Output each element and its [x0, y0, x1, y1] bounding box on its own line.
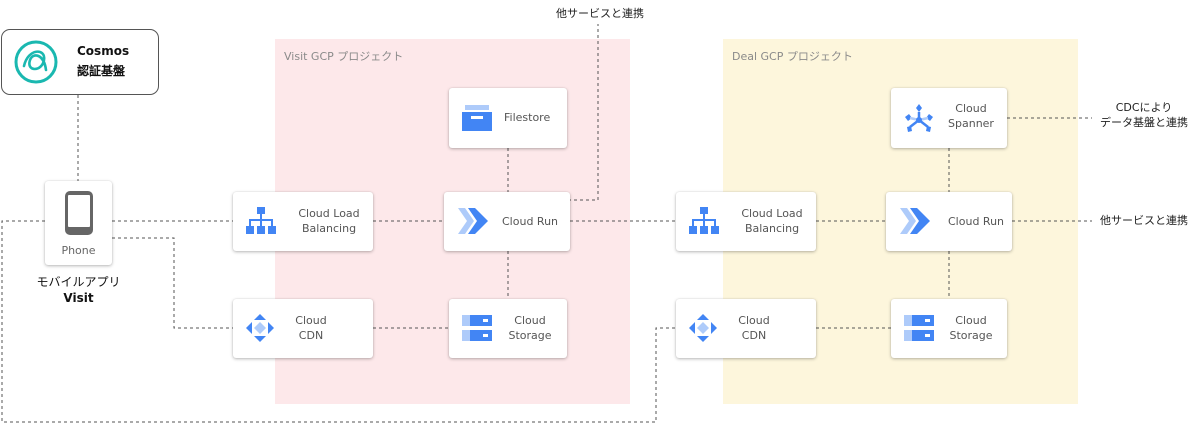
visit-cloud-run-card: Cloud Run	[444, 192, 570, 251]
cosmos-logo-icon	[14, 40, 58, 84]
line-phone-deal-cdn	[1, 220, 676, 423]
mobile-app-caption: モバイルアプリ	[36, 275, 121, 289]
cosmos-auth-node: Cosmos 認証基盤	[1, 29, 159, 95]
cloud-cdn-icon	[246, 314, 274, 342]
cosmos-title: Cosmos	[77, 44, 130, 58]
line-phone-visit-cdn	[112, 237, 233, 329]
deal-cloud-storage-card: Cloud Storage	[891, 299, 1007, 358]
deal-cloud-storage-label-2: Storage	[949, 329, 993, 342]
cloud-run-icon	[458, 208, 488, 234]
cloud-run-icon	[900, 208, 930, 234]
deal-cloud-storage-label-1: Cloud	[955, 314, 987, 327]
cloud-spanner-icon	[905, 104, 933, 132]
visit-cloud-cdn-label-1: Cloud	[295, 314, 327, 327]
visit-filestore-label: Filestore	[504, 111, 551, 124]
deal-cloud-cdn-label-1: Cloud	[738, 314, 770, 327]
line-visit-run-top-service	[568, 24, 599, 201]
deal-cloud-spanner-label-1: Cloud	[955, 102, 987, 115]
right-other-service-label: 他サービスと連携	[1100, 214, 1188, 227]
cloud-storage-icon	[462, 315, 492, 341]
deal-cloud-spanner-card: Cloud Spanner	[891, 88, 1007, 148]
deal-cloud-run-label: Cloud Run	[948, 215, 1005, 228]
visit-load-balancing-label-1: Cloud Load	[298, 207, 360, 220]
cloud-cdn-icon	[689, 314, 717, 342]
deal-cloud-run-card: Cloud Run	[886, 192, 1012, 251]
filestore-icon	[462, 105, 492, 131]
deal-cloud-spanner-label-2: Spanner	[948, 117, 994, 130]
visit-cloud-cdn-label-2: CDN	[298, 329, 324, 342]
deal-load-balancing-card: Cloud Load Balancing	[676, 192, 816, 251]
visit-cloud-storage-label-1: Cloud	[514, 314, 546, 327]
cosmos-subtitle: 認証基盤	[77, 64, 126, 78]
deal-gcp-project-label: Deal GCP プロジェクト	[732, 50, 853, 63]
deal-cloud-cdn-card: Cloud CDN	[676, 299, 816, 358]
phone-node: Phone	[45, 181, 112, 265]
cdc-label-line-1: CDCにより	[1115, 101, 1173, 114]
visit-load-balancing-card: Cloud Load Balancing	[233, 192, 373, 251]
smartphone-icon	[65, 191, 93, 235]
load-balancing-icon	[689, 207, 719, 234]
deal-cloud-cdn-label-2: CDN	[741, 329, 767, 342]
visit-cloud-run-label: Cloud Run	[502, 215, 559, 228]
visit-cloud-cdn-card: Cloud CDN	[233, 299, 373, 358]
visit-load-balancing-label-2: Balancing	[301, 222, 357, 235]
visit-cloud-storage-card: Cloud Storage	[449, 299, 567, 358]
visit-filestore-card: Filestore	[449, 88, 567, 148]
deal-load-balancing-label-2: Balancing	[744, 222, 800, 235]
cloud-storage-icon	[904, 315, 934, 341]
cdc-label-line-2: データ基盤と連携	[1100, 116, 1188, 129]
visit-gcp-project-label: Visit GCP プロジェクト	[284, 50, 404, 63]
load-balancing-icon	[246, 207, 276, 234]
top-other-service-label: 他サービスと連携	[556, 7, 644, 20]
mobile-app-name: Visit	[63, 291, 94, 305]
deal-load-balancing-label-1: Cloud Load	[741, 207, 803, 220]
phone-label: Phone	[61, 244, 96, 257]
visit-cloud-storage-label-2: Storage	[508, 329, 552, 342]
